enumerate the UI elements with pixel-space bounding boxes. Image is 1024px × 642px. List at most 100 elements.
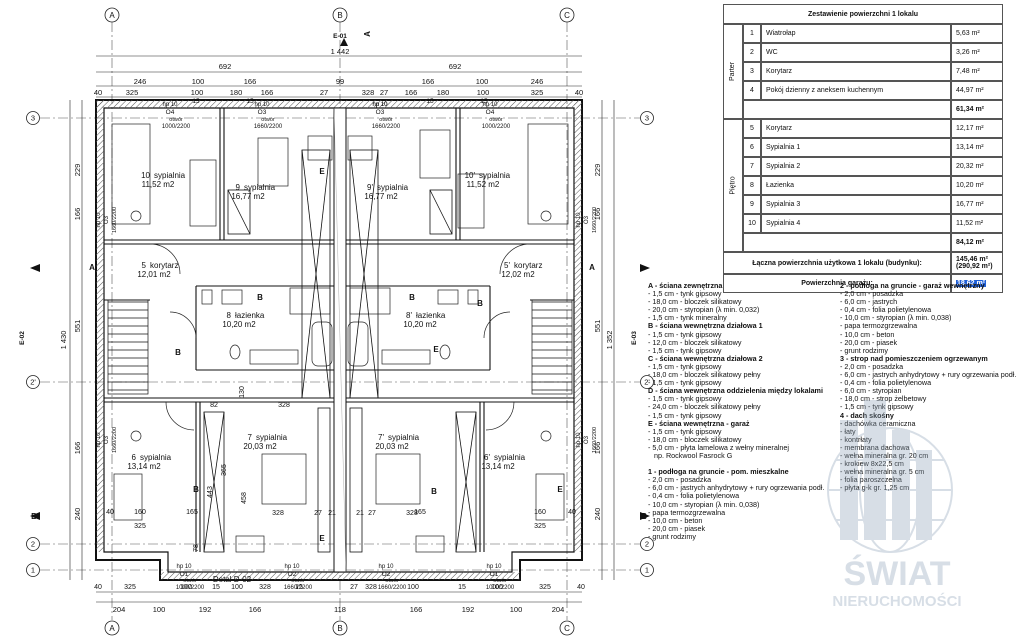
wall-type-letter: B bbox=[431, 487, 437, 496]
opening-hp: hp 10 bbox=[576, 212, 582, 228]
table-row-name: Łazienka bbox=[761, 176, 951, 195]
table-cell-text: Łączna powierzchnia użytkowa 1 lokalu (b… bbox=[752, 259, 922, 267]
legend-line: - 10,0 cm - beton bbox=[648, 515, 703, 525]
room-name: sypialnia bbox=[140, 453, 172, 462]
legend-line: - 0,4 cm - folia polietylenowa bbox=[648, 491, 740, 501]
legend-line: - 1,5 cm - tynk gipsowy bbox=[648, 361, 722, 371]
wall-type-letter: E bbox=[319, 167, 325, 176]
shower-icon bbox=[349, 287, 391, 315]
table-cell-text: 1 bbox=[750, 30, 754, 37]
dim-label: 21 bbox=[356, 510, 364, 517]
dim-label: 166 bbox=[422, 77, 435, 86]
legend-line: - 6,0 cm - jastrych anhydrytowy + rury o… bbox=[840, 370, 1017, 380]
legend-column-right: 2 - podłoga na gruncie - garaż wewnętrzn… bbox=[840, 281, 1024, 492]
room-area: 13,14 m2 bbox=[127, 462, 161, 471]
room-name: sypialnia bbox=[388, 433, 420, 442]
room-area: 16,77 m2 bbox=[231, 192, 265, 201]
bed-icon bbox=[261, 453, 307, 505]
table-row-name: Korytarz bbox=[761, 62, 951, 81]
dim-label: 40 bbox=[94, 584, 102, 591]
dim-label: 246 bbox=[531, 77, 544, 86]
bed-icon bbox=[419, 129, 451, 179]
table-cell-text: 3 bbox=[750, 68, 754, 75]
toilet-icon bbox=[229, 344, 241, 360]
table-total-label: Łączna powierzchnia użytkowa 1 lokalu (b… bbox=[723, 252, 951, 274]
dim-label: 100 bbox=[510, 605, 523, 614]
watermark-line1: ŚWIAT bbox=[843, 555, 950, 593]
dim-label: 21 bbox=[328, 510, 336, 517]
dim-label: 325 bbox=[134, 523, 146, 530]
table-group-label: Parter bbox=[723, 24, 743, 119]
door-swing-icon bbox=[165, 401, 195, 431]
legend-line: - 1,5 cm - tynk gipsowy bbox=[840, 402, 914, 412]
dim-label: 328 bbox=[365, 584, 377, 591]
vanity-icon bbox=[381, 349, 431, 365]
table-cell-text: 7 bbox=[750, 163, 754, 170]
legend-line: - łaty bbox=[840, 427, 1024, 436]
table-cell-text: 10 bbox=[748, 220, 756, 227]
dim-label: 118 bbox=[334, 605, 346, 614]
opening-size: 1660/2200 bbox=[112, 207, 118, 233]
dim-label: 328 bbox=[362, 88, 375, 97]
legend-line: - wełna mineralna gr. 20 cm bbox=[840, 450, 928, 460]
room-area: 12,02 m2 bbox=[501, 270, 535, 279]
grid-row-label: 2' bbox=[644, 378, 650, 387]
legend-line: - 1,5 cm - tynk gipsowy bbox=[648, 410, 722, 420]
legend-line: - 18,0 cm - strop żelbetowy bbox=[840, 394, 927, 404]
opening-size: 1000/2200 bbox=[482, 124, 511, 130]
legend-line: - 0,4 cm - folia polietylenowa bbox=[840, 378, 932, 388]
dim-label: 40 bbox=[106, 509, 114, 516]
legend-line: - 20,0 cm - piasek bbox=[840, 337, 898, 347]
opening-size: 1660/2200 bbox=[592, 427, 598, 453]
dim-label: 27 bbox=[368, 510, 376, 517]
grid-col-label: A bbox=[109, 11, 115, 20]
dim-label: 99 bbox=[336, 77, 344, 86]
dim-label: 1 352 bbox=[605, 331, 614, 350]
dim-label: 166 bbox=[593, 208, 602, 221]
legend-line: - papa termozgrzewalna bbox=[840, 321, 918, 331]
dim-label: 166 bbox=[244, 77, 257, 86]
opening-label: otwór bbox=[489, 117, 503, 123]
wall-type-letter: E bbox=[319, 534, 325, 543]
table-cell-text: Zestawienie powierzchni 1 lokalu bbox=[807, 10, 919, 18]
dim-label: 166 bbox=[410, 605, 423, 614]
grid-row-label: 3 bbox=[645, 114, 649, 123]
bed-icon bbox=[111, 123, 151, 225]
legend-line: - papa termozgrzewalna bbox=[648, 507, 726, 517]
grid-bubble bbox=[26, 563, 40, 577]
opening-label: otwór bbox=[169, 117, 183, 123]
section-tag: E-02 bbox=[19, 331, 26, 345]
section-markers bbox=[30, 38, 650, 520]
party-wall bbox=[333, 107, 347, 573]
dim-label: 325 bbox=[534, 523, 546, 530]
legend-line: - folia paroszczelna bbox=[840, 476, 1024, 484]
table-cell-text: 9 bbox=[750, 201, 754, 208]
legend-column-left: A - ściana zewnętrzna- 1,5 cm - tynk gip… bbox=[648, 281, 838, 541]
dim-label: 328 bbox=[259, 584, 271, 591]
table-row-number: 2 bbox=[743, 43, 761, 62]
dim-label: 325 bbox=[539, 584, 551, 591]
legend-line: - 12,0 cm - bloczek silikatowy bbox=[648, 337, 742, 347]
chair-icon bbox=[130, 210, 142, 222]
dim-label: 130 bbox=[239, 386, 246, 398]
table-cell-text: Parter bbox=[729, 61, 737, 82]
bed-icon bbox=[535, 473, 565, 521]
door-swing-icon bbox=[169, 311, 197, 339]
opening-size: 1660/2200 bbox=[592, 207, 598, 233]
table-subtotal: 61,34 m² bbox=[951, 100, 1003, 119]
grid-bubble bbox=[640, 375, 654, 389]
dim-label: 100 bbox=[153, 605, 166, 614]
room-area: 20,03 m2 bbox=[243, 442, 277, 451]
table-row-number: 7 bbox=[743, 157, 761, 176]
opening-size: 1660/2200 bbox=[284, 585, 313, 591]
opening-hp: hp 10 bbox=[372, 102, 388, 108]
room-name: sypialnia bbox=[256, 433, 288, 442]
grid-bubble bbox=[640, 563, 654, 577]
table-total-value: 145,46 m²(290,92 m²) bbox=[951, 252, 1003, 274]
legend-line: - 5,0 cm - płyta lamelowa z wełny minera… bbox=[648, 442, 790, 452]
legend-line: - 1,5 cm - tynk mineralny bbox=[648, 313, 727, 323]
legend-line: - 20,0 cm - styropian (λ min. 0,032) bbox=[648, 305, 760, 315]
grid-bubble bbox=[559, 620, 575, 636]
